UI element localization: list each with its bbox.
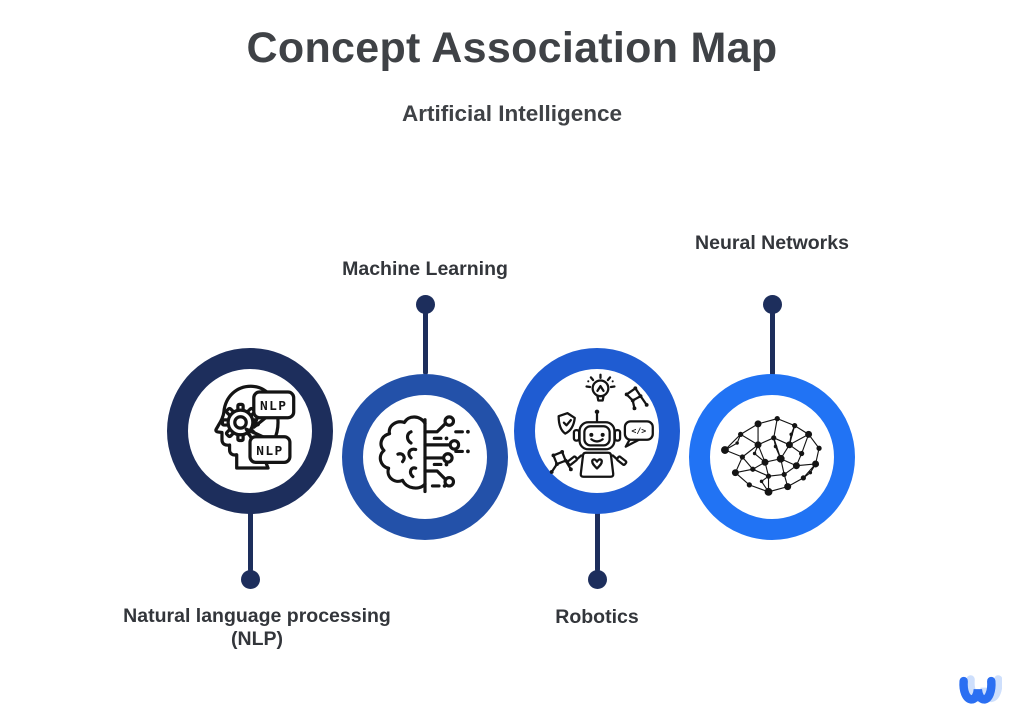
svg-text:NLP: NLP	[260, 399, 287, 414]
label-neural-networks: Neural Networks	[695, 232, 849, 254]
svg-text:</>: </>	[631, 426, 646, 436]
svg-text:NLP: NLP	[256, 444, 283, 459]
robot-icon: </>	[549, 373, 654, 478]
connector-dot	[415, 295, 435, 314]
connector-neural-networks	[762, 295, 782, 381]
connector-line	[769, 311, 775, 376]
concept-circle-robotics: </>	[514, 348, 680, 514]
page-subtitle: Artificial Intelligence	[401, 101, 623, 126]
connector-dot	[587, 570, 607, 589]
connector-dot	[762, 295, 782, 314]
connector-machine-learning	[415, 295, 435, 381]
shield-check-icon	[557, 412, 576, 435]
robot-figure	[566, 409, 628, 478]
code-bubble-icon: </>	[623, 420, 654, 448]
concept-circle-machine-learning	[342, 374, 508, 540]
connector-line	[422, 311, 428, 375]
speech-bubble-nlp-bottom: NLP	[244, 427, 292, 464]
lightbulb-icon	[585, 373, 616, 402]
connector-line	[594, 510, 600, 572]
concept-circle-neural-networks	[689, 374, 855, 540]
brain-circuit-icon	[378, 415, 470, 494]
head-gear-nlp-icon: NLP NLP	[214, 384, 296, 470]
concept-circle-nlp: NLP NLP	[167, 348, 333, 514]
label-robotics: Robotics	[555, 606, 639, 628]
speech-bubble-nlp-top: NLP	[252, 390, 296, 429]
whimsical-logo	[959, 675, 1002, 704]
connector-robotics	[587, 510, 607, 596]
label-natural-language-processing: Natural language processing (NLP)	[123, 605, 391, 650]
connector-dot	[240, 570, 260, 589]
network-graph-icon	[721, 416, 822, 496]
molecule-icon	[624, 386, 649, 411]
page-title: Concept Association Map	[246, 24, 778, 72]
connector-nlp	[240, 510, 260, 596]
connector-line	[247, 510, 253, 572]
label-machine-learning: Machine Learning	[342, 258, 508, 280]
